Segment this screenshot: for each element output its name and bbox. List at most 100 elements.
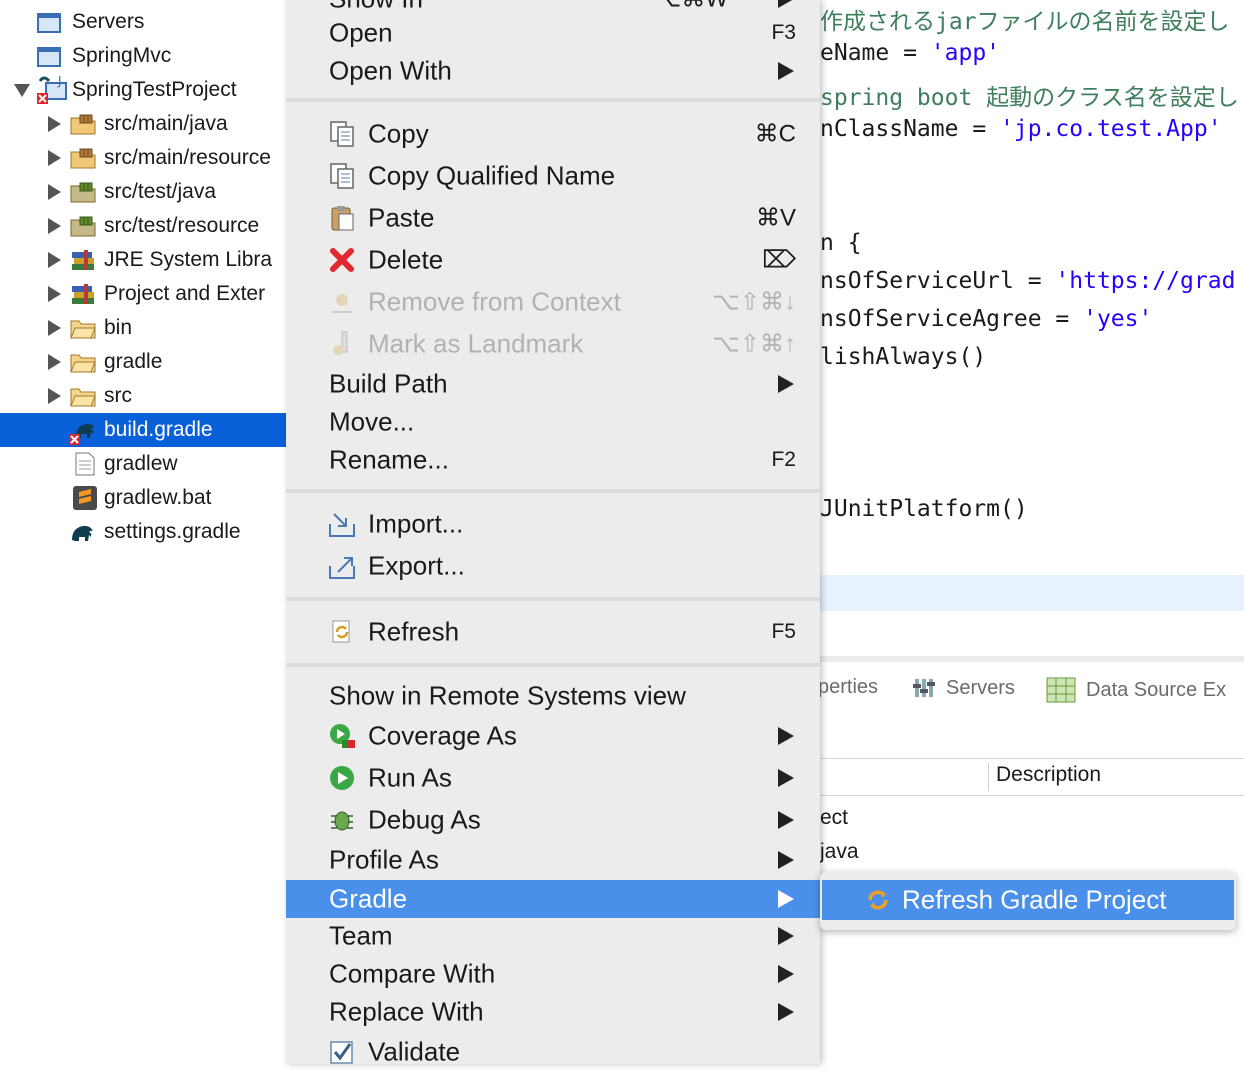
expand-icon[interactable]	[48, 320, 61, 336]
paste-icon	[331, 206, 354, 231]
expand-icon[interactable]	[48, 354, 61, 370]
code-line: JUnitPlatform()	[820, 496, 1028, 522]
data-source-icon	[1046, 677, 1076, 703]
tree-item-settings-gradle[interactable]: settings.gradle	[0, 515, 286, 549]
menu-item-export[interactable]: Export...	[286, 547, 820, 585]
tab-properties[interactable]: perties	[818, 676, 879, 698]
submenu-arrow-icon	[778, 62, 794, 80]
tab-servers[interactable]: Servers	[912, 676, 1015, 700]
menu-item-compare-with[interactable]: Compare With	[286, 955, 820, 993]
source-folder-icon	[70, 114, 96, 135]
submenu-arrow-icon	[778, 890, 794, 908]
code-line: nsOfServiceUrl = 'https://grad	[820, 268, 1236, 294]
tree-item-src-main-java[interactable]: src/main/java	[0, 107, 286, 141]
project-explorer: Servers SpringMvc J SpringTestProject sr…	[0, 0, 286, 1064]
menu-item-rename[interactable]: Rename... F2	[329, 444, 796, 475]
expand-icon[interactable]	[48, 252, 61, 268]
menu-item-team[interactable]: Team	[286, 917, 820, 955]
menu-item-paste[interactable]: Paste ⌘V	[286, 199, 820, 237]
folder-icon	[70, 320, 96, 339]
menu-item-gradle[interactable]: Gradle	[286, 880, 820, 918]
tree-item-src[interactable]: src	[0, 379, 286, 413]
menu-item-build-path[interactable]: Build Path	[286, 365, 820, 403]
table-row[interactable]: java	[820, 840, 859, 863]
menu-item-open[interactable]: Open F3	[329, 17, 796, 48]
expand-icon[interactable]	[48, 184, 61, 200]
table-header: Description	[820, 758, 1244, 796]
menu-item-refresh-gradle-project[interactable]: Refresh Gradle Project	[822, 880, 1234, 920]
tree-item-gradle[interactable]: gradle	[0, 345, 286, 379]
menu-item-show-in[interactable]: Show In ⌥⌘W	[286, 0, 820, 18]
gradle-file-error-icon	[69, 423, 95, 445]
expand-icon[interactable]	[48, 116, 61, 132]
submenu-arrow-icon	[778, 0, 794, 8]
debug-bug-icon	[331, 811, 353, 831]
menu-item-run-as[interactable]: Run As	[286, 759, 820, 797]
tree-item-jre-system-library[interactable]: JRE System Libra	[0, 243, 286, 277]
menu-item-replace-with[interactable]: Replace With	[286, 993, 820, 1031]
svg-text:J: J	[57, 75, 62, 88]
checkbox-checked-icon	[330, 1041, 353, 1064]
expand-icon[interactable]	[48, 218, 61, 234]
menu-item-profile-as[interactable]: Profile As	[286, 841, 820, 879]
code-line: n {	[820, 230, 862, 256]
menu-item-move[interactable]: Move...	[329, 406, 415, 437]
tree-item-build-gradle[interactable]: build.gradle	[0, 413, 286, 447]
tree-item-springtestproject[interactable]: J SpringTestProject	[0, 73, 286, 107]
text-file-icon	[75, 452, 95, 476]
current-line-highlight	[820, 575, 1244, 611]
table-row[interactable]: ect	[820, 806, 849, 829]
tree-item-gradlew[interactable]: gradlew	[0, 447, 286, 481]
menu-item-open-with[interactable]: Open With	[286, 52, 820, 90]
folder-icon	[70, 388, 96, 407]
expand-icon[interactable]	[48, 150, 61, 166]
import-icon	[329, 513, 355, 537]
expand-icon[interactable]	[48, 286, 61, 302]
menu-item-debug-as[interactable]: Debug As	[286, 801, 820, 839]
submenu-arrow-icon	[778, 375, 794, 393]
submenu-arrow-icon	[778, 927, 794, 945]
menu-separator	[286, 98, 820, 102]
code-editor[interactable]: 作成されるjarファイルの名前を設定し eName = 'app' spring…	[820, 0, 1244, 660]
menu-item-show-in-remote-systems[interactable]: Show in Remote Systems view	[329, 680, 686, 711]
tree-item-src-main-resources[interactable]: src/main/resource	[0, 141, 286, 175]
menu-item-mark-as-landmark[interactable]: Mark as Landmark ⌥⇧⌘↑	[286, 325, 820, 363]
coverage-icon	[330, 724, 355, 748]
tree-item-src-test-java[interactable]: src/test/java	[0, 175, 286, 209]
code-line: eName = 'app'	[820, 40, 1001, 66]
submenu-arrow-icon	[778, 727, 794, 745]
menu-item-delete[interactable]: Delete ⌦	[286, 241, 820, 279]
landmark-icon	[333, 331, 348, 355]
tree-item-src-test-resources[interactable]: src/test/resource	[0, 209, 286, 243]
menu-item-import[interactable]: Import...	[286, 505, 820, 543]
copy-qualified-name-icon	[330, 163, 354, 189]
menu-item-copy[interactable]: Copy ⌘C	[286, 115, 820, 153]
gradle-file-icon	[72, 525, 93, 541]
submenu-arrow-icon	[778, 965, 794, 983]
code-line: nsOfServiceAgree = 'yes'	[820, 306, 1153, 332]
source-folder-icon	[70, 148, 96, 169]
tree-item-servers[interactable]: Servers	[0, 5, 286, 39]
menu-item-validate[interactable]: Validate	[286, 1033, 820, 1071]
project-folder-icon	[37, 13, 61, 33]
tab-data-source-explorer[interactable]: Data Source Ex	[1046, 676, 1226, 704]
menu-separator	[286, 489, 820, 493]
tree-item-springmvc[interactable]: SpringMvc	[0, 39, 286, 73]
collapse-icon[interactable]	[14, 84, 30, 97]
tree-item-project-external-dependencies[interactable]: Project and Exter	[0, 277, 286, 311]
project-folder-icon	[37, 47, 61, 67]
menu-item-refresh[interactable]: Refresh F5	[286, 613, 820, 651]
tree-item-bin[interactable]: bin	[0, 311, 286, 345]
submenu-arrow-icon	[778, 1003, 794, 1021]
menu-item-coverage-as[interactable]: Coverage As	[286, 717, 820, 755]
context-menu: Show In ⌥⌘W Open F3 Open With Copy ⌘C Co…	[286, 0, 820, 1067]
tree-item-gradlew-bat[interactable]: gradlew.bat	[0, 481, 286, 515]
submenu-arrow-icon	[778, 769, 794, 787]
gradle-submenu: Refresh Gradle Project	[820, 872, 1236, 930]
expand-icon[interactable]	[48, 388, 61, 404]
column-header-description[interactable]: Description	[996, 763, 1102, 786]
menu-item-copy-qualified-name[interactable]: Copy Qualified Name	[286, 157, 820, 195]
refresh-gradle-icon	[868, 890, 888, 910]
menu-separator	[286, 663, 820, 667]
menu-item-remove-from-context[interactable]: Remove from Context ⌥⇧⌘↓	[286, 283, 820, 321]
